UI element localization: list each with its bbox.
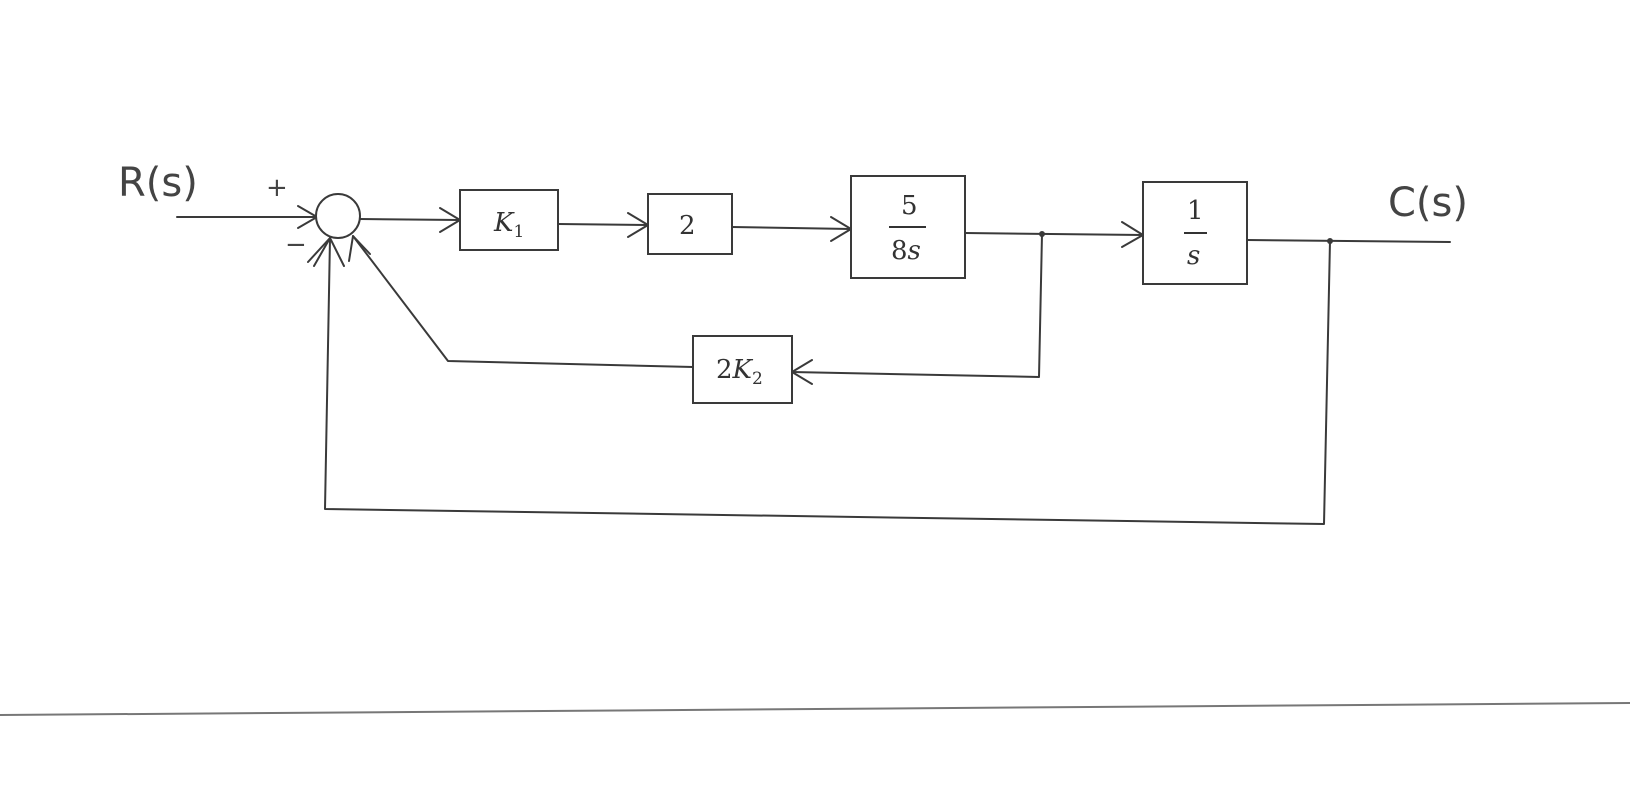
inner-feedback-return-wire [352,235,694,368]
wire-gain2-to-plant [731,226,852,230]
input-label: R(s) [118,160,198,206]
wire-k1-to-gain2 [557,223,649,226]
block-k1-label: K1 [493,208,524,242]
output-wire [1246,239,1451,243]
wire-plant-to-integrator [964,232,1144,236]
block-plant-numerator: 5 [901,191,918,221]
outer-feedback-wire [324,237,1331,525]
block-feedback-2k2-label: 2K2 [716,355,763,389]
block-integrator-numerator: 1 [1187,196,1204,226]
summing-junction [315,193,361,239]
output-label: C(s) [1388,180,1468,226]
paper-edge [0,702,1630,716]
minus-sign: − [285,230,307,260]
block-gain-2-label: 2 [679,211,696,241]
block-feedback-2k2 [692,335,793,404]
block-gain-2 [647,193,733,255]
wire-sum-to-k1 [359,218,461,221]
inner-feedback-wire [791,233,1043,378]
plus-sign: + [266,173,288,203]
block-integrator-denominator: s [1187,241,1200,271]
arrowhead-outer-feedback-extra [307,237,331,263]
block-k1 [459,189,559,251]
arrowhead-inner-feedback [348,235,371,262]
block-plant-denominator: 8s [891,236,921,266]
